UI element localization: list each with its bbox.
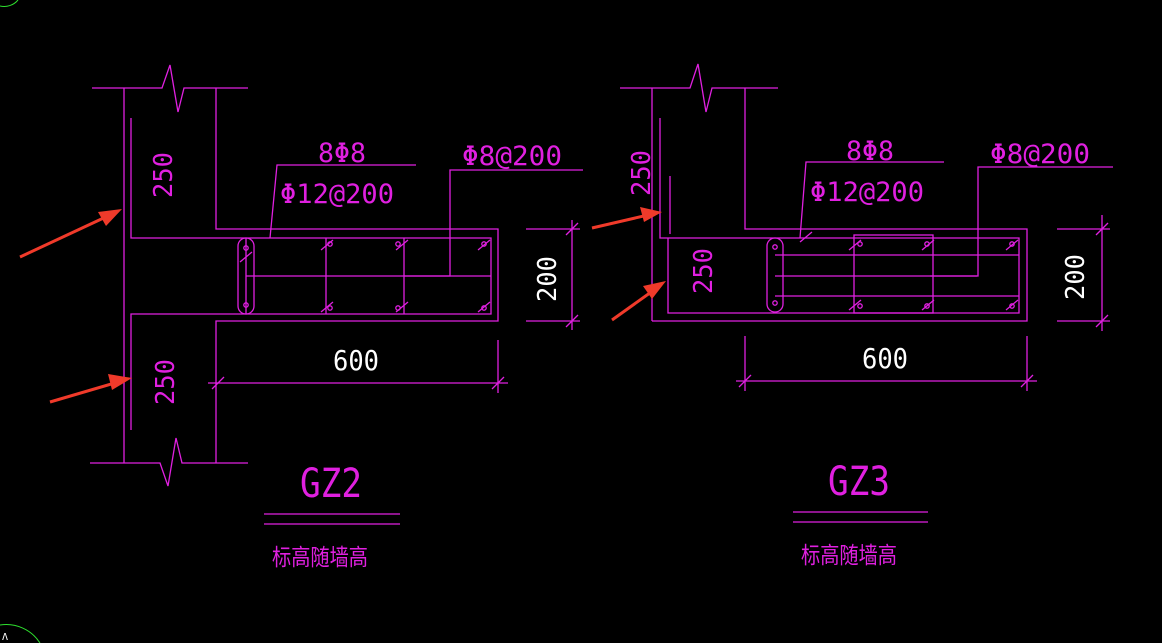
gz2-dim-wall-top: 250	[149, 152, 179, 198]
corner-marker-top-left	[0, 0, 19, 7]
rebar-tick	[477, 301, 491, 313]
break-line-top	[92, 64, 248, 113]
leader-longitudinal	[799, 161, 944, 239]
gz2-dim-depth: 200	[533, 256, 563, 302]
dim-tick	[211, 376, 225, 390]
corner-marker-bottom-left	[0, 624, 41, 643]
stirrup-hook	[237, 237, 255, 315]
gz3-annotation-arrows	[591, 207, 666, 322]
gz2-dim-length: 600	[333, 344, 379, 377]
break-line-top	[620, 63, 778, 113]
red-arrow-icon	[19, 213, 111, 259]
gz3-subtitle: 标高随墙高	[801, 543, 897, 569]
dim-tick	[1095, 222, 1109, 236]
wall-outline-right	[215, 88, 499, 463]
gz3-rebar-tie: Φ8@200	[990, 139, 1090, 170]
rebar-tick	[320, 239, 334, 251]
rebar-tick	[848, 299, 862, 311]
rebar-tick	[395, 239, 409, 251]
dim-tick	[738, 374, 752, 388]
rebar-dot	[243, 245, 249, 251]
break-line-bottom	[90, 437, 248, 487]
red-arrow-head	[640, 207, 662, 222]
rebar-tick	[848, 239, 862, 251]
rebar-tick	[477, 239, 491, 251]
red-arrow-head	[98, 209, 122, 226]
rebar-tick	[1005, 239, 1019, 251]
gz2-annotation-arrows	[19, 209, 132, 404]
dim-tick	[1020, 374, 1034, 388]
gz3-dim-wall-bottom: 250	[689, 248, 719, 294]
rebar-dot	[924, 303, 930, 309]
gz2-title: GZ2	[300, 461, 362, 507]
gz2-dim-wall-bottom: 250	[151, 359, 181, 405]
detail-gz2	[90, 64, 583, 525]
gz3-dim-length: 600	[862, 342, 908, 375]
detail-gz3	[620, 63, 1113, 523]
rebar-dot	[857, 303, 863, 309]
gz3-rebar-longitudinal: 8Φ8	[846, 136, 894, 167]
rebar-outline	[659, 118, 1020, 314]
leader-tie	[930, 166, 1113, 277]
gz2-subtitle: 标高随墙高	[272, 545, 368, 571]
rebar-dot	[772, 244, 778, 250]
leader-tie	[404, 169, 583, 277]
gz2-rebar-longitudinal: 8Φ8	[318, 138, 366, 169]
rebar-dot	[857, 241, 863, 247]
red-arrow-head	[643, 281, 666, 299]
gz3-dim-depth: 200	[1061, 254, 1091, 300]
red-arrow-icon	[611, 288, 655, 322]
red-arrow-head	[108, 374, 132, 390]
rebar-tick	[799, 231, 813, 243]
rebar-tick	[320, 301, 334, 313]
red-arrow-icon	[49, 380, 119, 404]
rebar-tick	[921, 239, 935, 251]
gz2-rebar-stirrup: Φ12@200	[280, 179, 394, 210]
dim-tick	[565, 222, 579, 236]
rebar-dot	[395, 241, 401, 247]
gz3-dim-wall-top: 250	[627, 150, 657, 196]
dim-tick	[565, 314, 579, 328]
rebar-dot	[327, 305, 333, 311]
gz3-title: GZ3	[828, 459, 890, 505]
corner-glyph: Λ	[2, 632, 8, 643]
leader-longitudinal	[269, 164, 416, 239]
stirrup-hook	[766, 237, 784, 313]
wall-outline-right	[652, 88, 1028, 322]
rebar-tick	[395, 301, 409, 313]
rebar-dot	[772, 300, 778, 306]
rebar-tick	[1005, 299, 1019, 311]
stirrup-box	[853, 234, 934, 314]
rebar-tick	[239, 251, 253, 263]
dim-tick	[1095, 314, 1109, 328]
dim-tick	[491, 376, 505, 390]
red-arrow-icon	[591, 213, 649, 230]
gz3-rebar-stirrup: Φ12@200	[810, 177, 924, 208]
rebar-dot	[243, 302, 249, 308]
rebar-tick	[921, 299, 935, 311]
gz2-rebar-tie: Φ8@200	[462, 141, 562, 172]
